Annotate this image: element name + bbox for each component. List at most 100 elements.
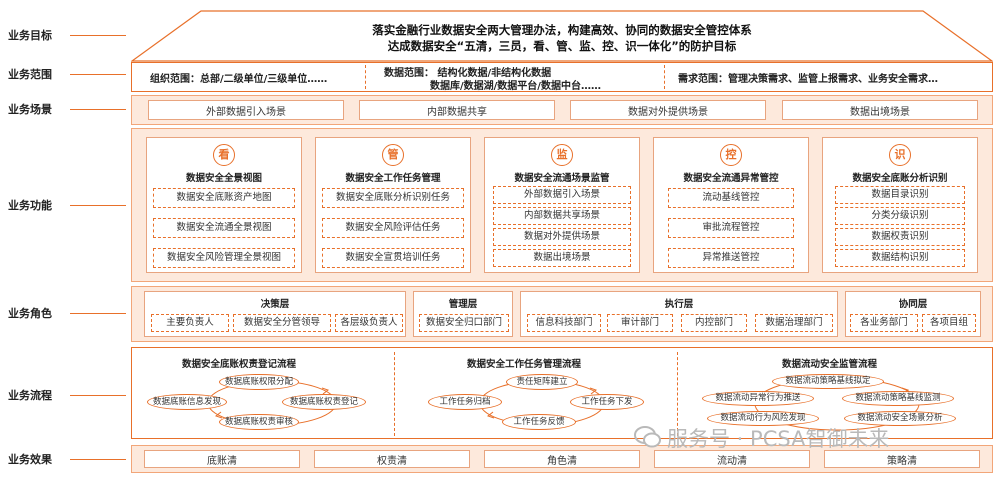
role-group-management: 管理层 数据安全归口部门 bbox=[413, 291, 513, 337]
function-title: 数据安全底账分析识别 bbox=[852, 173, 948, 184]
watermark-text: 服务号 · PCSA智御未来 bbox=[667, 427, 890, 451]
label-effect-line bbox=[70, 459, 126, 460]
process-title: 数据流动安全监管流程 bbox=[782, 359, 878, 370]
role-panel: 决策层 主要负责人 数据安全分管领导 各层级负责人 管理层 数据安全归口部门 执… bbox=[131, 286, 993, 342]
role-item: 各项目组 bbox=[922, 314, 976, 332]
role-item: 各层级负责人 bbox=[335, 314, 403, 332]
process-title: 数据安全工作任务管理流程 bbox=[467, 359, 582, 370]
function-title: 数据安全流通场景监管 bbox=[514, 173, 610, 184]
scene-item: 内部数据共享 bbox=[359, 100, 555, 120]
effect-item: 权责清 bbox=[314, 450, 470, 468]
effect-item: 策略清 bbox=[824, 450, 980, 468]
function-item: 数据出境场景 bbox=[493, 249, 631, 267]
function-item: 数据目录识别 bbox=[835, 186, 965, 204]
process-title: 数据安全底账权责登记流程 bbox=[182, 359, 297, 370]
function-title: 数据安全全景视图 bbox=[185, 173, 262, 184]
label-role-line bbox=[70, 313, 126, 314]
label-function-line bbox=[70, 205, 126, 206]
wechat-icon bbox=[634, 426, 661, 448]
function-item: 数据结构识别 bbox=[835, 249, 965, 267]
role-title: 执行层 bbox=[664, 299, 694, 310]
label-scene-line bbox=[70, 109, 126, 110]
role-group-coordination: 协同层 各业务部门 各项目组 bbox=[845, 291, 981, 337]
label-process: 业务流程 bbox=[8, 389, 52, 402]
scope-data-line-2: 数据库/数据湖/数据平台/数据中台…… bbox=[430, 81, 601, 92]
scope-demand: 需求范围：管理决策需求、监管上报需求、业务安全需求… bbox=[678, 74, 938, 85]
label-goal-line bbox=[70, 35, 126, 36]
label-scope: 业务范围 bbox=[8, 68, 52, 81]
process-step: 数据流动异常行为推送 bbox=[702, 391, 814, 406]
process-step: 工作任务归档 bbox=[428, 394, 502, 410]
goal-roof-shape bbox=[131, 10, 993, 62]
function-card-manage: 管 数据安全工作任务管理 数据安全底账分析识别任务 数据安全风险评估任务 数据安… bbox=[315, 137, 471, 273]
scope-divider-1 bbox=[365, 65, 366, 89]
label-scope-line bbox=[70, 74, 126, 75]
role-title: 决策层 bbox=[260, 299, 290, 310]
scene-item: 数据对外提供场景 bbox=[570, 100, 766, 120]
function-card-control: 控 数据安全流通异常管控 流动基线管控 审批流程管控 异常推送管控 bbox=[653, 137, 809, 273]
scope-panel: 组织范围：总部/二级单位/三级单位…… 数据范围： 结构化数据/非结构化数据 数… bbox=[131, 62, 993, 92]
scene-panel: 外部数据引入场景 内部数据共享 数据对外提供场景 数据出境场景 bbox=[131, 95, 993, 125]
function-item: 分类分级识别 bbox=[835, 207, 965, 225]
function-item: 数据安全底账资产地图 bbox=[153, 188, 295, 208]
function-card-monitor: 监 数据安全流通场景监管 外部数据引入场景 内部数据共享场景 数据对外提供场景 … bbox=[484, 137, 640, 273]
function-char: 控 bbox=[720, 144, 742, 166]
function-item: 审批流程管控 bbox=[668, 218, 794, 238]
role-group-execution: 执行层 信息科技部门 审计部门 内控部门 数据治理部门 bbox=[520, 291, 838, 337]
function-item: 数据对外提供场景 bbox=[493, 228, 631, 246]
function-card-identify: 识 数据安全底账分析识别 数据目录识别 分类分级识别 数据权责识别 数据结构识别 bbox=[822, 137, 978, 273]
function-item: 数据安全底账分析识别任务 bbox=[322, 188, 464, 208]
function-item: 数据权责识别 bbox=[835, 228, 965, 246]
process-divider-1 bbox=[394, 352, 395, 436]
process-step: 数据流动安全场景分析 bbox=[844, 411, 956, 426]
label-effect: 业务效果 bbox=[8, 453, 52, 466]
label-scene: 业务场景 bbox=[8, 103, 52, 116]
label-goal: 业务目标 bbox=[8, 29, 52, 42]
function-item: 数据安全宣贯培训任务 bbox=[322, 248, 464, 268]
process-step: 责任矩阵建立 bbox=[506, 374, 578, 390]
function-card-look: 看 数据安全全景视图 数据安全底账资产地图 数据安全流通全景视图 数据安全风险管… bbox=[146, 137, 302, 273]
label-process-line bbox=[70, 395, 126, 396]
goal-line-1: 落实金融行业数据安全两大管理办法，构建高效、协同的数据安全管控体系 bbox=[372, 23, 752, 37]
function-char: 识 bbox=[889, 144, 911, 166]
function-char: 看 bbox=[213, 144, 235, 166]
effect-panel: 底账清 权责清 角色清 流动清 策略清 bbox=[131, 445, 993, 473]
process-step: 数据底账权责登记 bbox=[282, 394, 366, 410]
process-step: 数据流动策略基线拟定 bbox=[772, 374, 884, 389]
scene-item: 数据出境场景 bbox=[782, 100, 978, 120]
role-title: 协同层 bbox=[898, 299, 928, 310]
process-divider-2 bbox=[677, 352, 678, 436]
process-step: 工作任务反馈 bbox=[502, 414, 576, 430]
function-item: 内部数据共享场景 bbox=[493, 207, 631, 225]
function-char: 监 bbox=[551, 144, 573, 166]
function-title: 数据安全流通异常管控 bbox=[683, 173, 779, 184]
effect-item: 角色清 bbox=[484, 450, 640, 468]
function-panel: 看 数据安全全景视图 数据安全底账资产地图 数据安全流通全景视图 数据安全风险管… bbox=[131, 128, 993, 282]
function-item: 数据安全风险评估任务 bbox=[322, 218, 464, 238]
goal-line-2: 达成数据安全“五清，三员，看、管、监、控、识一体化”的防护目标 bbox=[387, 39, 737, 53]
role-item: 审计部门 bbox=[607, 314, 673, 332]
role-item: 数据安全归口部门 bbox=[419, 314, 509, 332]
function-item: 外部数据引入场景 bbox=[493, 186, 631, 204]
process-panel: 数据安全底账权责登记流程 数据底账权限分配 数据底账信息发现 数据底账权责登记 … bbox=[131, 347, 993, 439]
goal-panel: 落实金融行业数据安全两大管理办法，构建高效、协同的数据安全管控体系 达成数据安全… bbox=[131, 22, 993, 58]
function-item: 异常推送管控 bbox=[668, 248, 794, 268]
function-item: 数据安全流通全景视图 bbox=[153, 218, 295, 238]
role-item: 主要负责人 bbox=[151, 314, 229, 332]
scope-divider-2 bbox=[664, 65, 665, 89]
function-title: 数据安全工作任务管理 bbox=[345, 173, 441, 184]
process-step: 工作任务下发 bbox=[570, 394, 644, 410]
process-step: 数据底账权限分配 bbox=[219, 374, 299, 390]
function-char: 管 bbox=[382, 144, 404, 166]
effect-item: 流动清 bbox=[654, 450, 810, 468]
scene-item: 外部数据引入场景 bbox=[148, 100, 344, 120]
function-item: 数据安全风险管理全景视图 bbox=[153, 248, 295, 268]
role-item: 各业务部门 bbox=[850, 314, 918, 332]
role-item: 内控部门 bbox=[681, 314, 747, 332]
process-step: 数据流动策略基线监测 bbox=[842, 391, 954, 406]
role-group-decision: 决策层 主要负责人 数据安全分管领导 各层级负责人 bbox=[144, 291, 406, 337]
label-role: 业务角色 bbox=[8, 307, 52, 320]
role-item: 数据安全分管领导 bbox=[233, 314, 331, 332]
role-item: 数据治理部门 bbox=[755, 314, 833, 332]
label-function: 业务功能 bbox=[8, 199, 52, 212]
